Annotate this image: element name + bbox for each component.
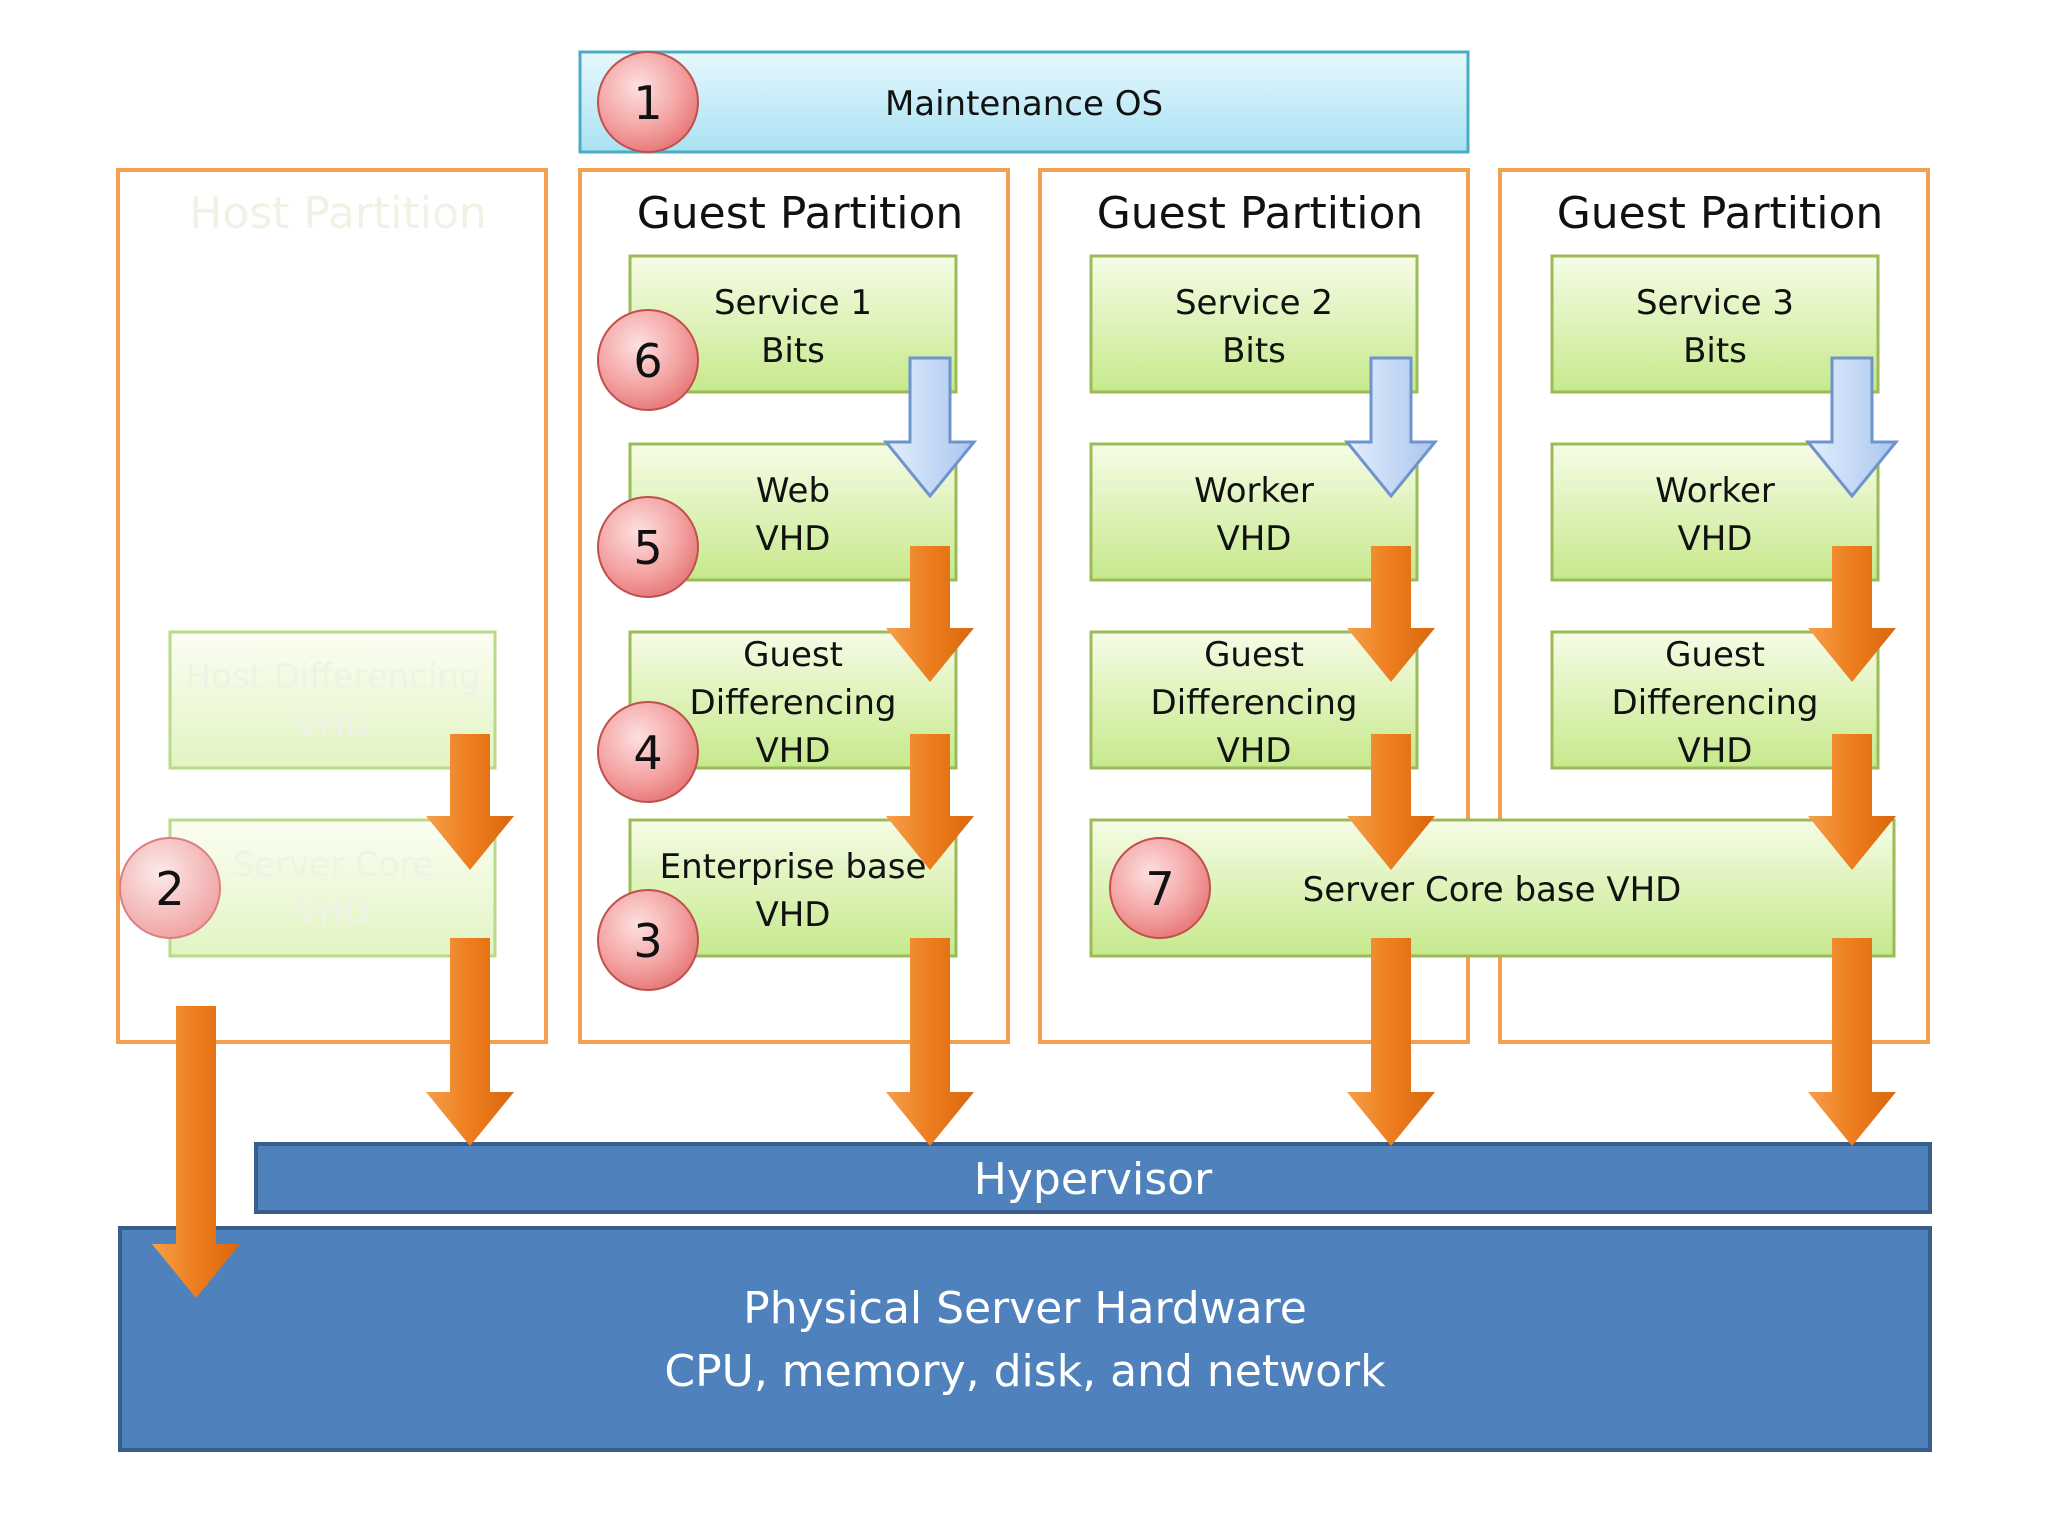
svg-text:Differencing: Differencing: [1612, 683, 1819, 723]
service-bits-box-2: Service 2 Bits: [1089, 254, 1419, 394]
svg-text:Host Differencing: Host Differencing: [185, 657, 480, 697]
host-differencing-vhd: Host Differencing VHD: [168, 630, 497, 770]
down-arrow-icon: [152, 1006, 240, 1298]
maintenance-os-bar: Maintenance OS: [578, 50, 1470, 154]
svg-text:VHD: VHD: [1677, 519, 1752, 559]
badge-7: 7: [1109, 837, 1211, 939]
svg-text:VHD: VHD: [295, 893, 370, 933]
svg-text:2: 2: [155, 862, 184, 916]
svg-text:VHD: VHD: [755, 731, 830, 771]
down-arrow-icon: [1343, 356, 1439, 499]
guest-partition-title: Guest Partition: [637, 188, 964, 239]
service-bits-box-3: Service 3 Bits: [1550, 254, 1880, 394]
down-arrow-icon: [1808, 546, 1896, 682]
svg-text:VHD: VHD: [755, 519, 830, 559]
svg-text:Enterprise base: Enterprise base: [660, 847, 927, 887]
svg-text:VHD: VHD: [1677, 731, 1752, 771]
svg-text:5: 5: [633, 521, 662, 575]
hypervisor-label: Hypervisor: [974, 1154, 1213, 1205]
svg-text:Bits: Bits: [1683, 331, 1747, 371]
svg-text:Bits: Bits: [1222, 331, 1286, 371]
down-arrow-icon: [1347, 734, 1435, 870]
differencing-vhd-box-2: Guest Differencing VHD: [1089, 630, 1419, 771]
server-core-base-vhd-box: Server Core base VHD: [1089, 818, 1896, 958]
svg-text:Web: Web: [756, 471, 830, 511]
down-arrow-icon: [1808, 734, 1896, 870]
down-arrow-icon: [886, 734, 974, 870]
down-arrow-icon: [1808, 938, 1896, 1146]
svg-text:Service 2: Service 2: [1175, 283, 1333, 323]
guest-partition-title: Guest Partition: [1097, 188, 1424, 239]
role-vhd-box-3: Worker VHD: [1550, 442, 1880, 582]
role-vhd-box-2: Worker VHD: [1089, 442, 1419, 582]
svg-text:Service 1: Service 1: [714, 283, 872, 323]
badge-6: 6: [597, 309, 699, 411]
badge-2: 2: [119, 837, 221, 939]
svg-text:Worker: Worker: [1655, 471, 1775, 511]
svg-text:VHD: VHD: [1216, 519, 1291, 559]
badge-3: 3: [597, 889, 699, 991]
svg-text:Guest: Guest: [743, 635, 843, 675]
host-server-core-vhd: Server Core VHD: [168, 818, 497, 958]
badge-1: 1: [597, 51, 699, 153]
hardware-subtitle: CPU, memory, disk, and network: [664, 1346, 1386, 1397]
svg-text:Differencing: Differencing: [690, 683, 897, 723]
down-arrow-icon: [426, 734, 514, 870]
flow-arrows: [152, 356, 1900, 1298]
down-arrow-icon: [1804, 356, 1900, 499]
svg-text:VHD: VHD: [295, 705, 370, 745]
svg-text:1: 1: [633, 76, 662, 130]
svg-text:Worker: Worker: [1194, 471, 1314, 511]
physical-hardware-block: Physical Server Hardware CPU, memory, di…: [118, 1226, 1932, 1452]
svg-text:6: 6: [633, 334, 662, 388]
svg-text:3: 3: [633, 914, 662, 968]
down-arrow-icon: [1347, 938, 1435, 1146]
guest-partition-title: Guest Partition: [1557, 188, 1884, 239]
down-arrow-icon: [886, 938, 974, 1146]
svg-text:Bits: Bits: [761, 331, 825, 371]
down-arrow-icon: [1347, 546, 1435, 682]
svg-text:7: 7: [1145, 862, 1174, 916]
down-arrow-icon: [882, 356, 978, 499]
server-core-base-vhd-label: Server Core base VHD: [1303, 870, 1682, 910]
svg-text:Server Core: Server Core: [233, 845, 434, 885]
svg-text:VHD: VHD: [1216, 731, 1291, 771]
host-partition-title: Host Partition: [189, 188, 487, 239]
svg-text:4: 4: [633, 726, 662, 780]
down-arrow-icon: [426, 938, 514, 1146]
svg-text:Guest: Guest: [1665, 635, 1765, 675]
hardware-title: Physical Server Hardware: [743, 1283, 1307, 1334]
svg-text:Service 3: Service 3: [1636, 283, 1794, 323]
maintenance-os-label: Maintenance OS: [885, 84, 1163, 124]
badge-4: 4: [597, 701, 699, 803]
svg-text:VHD: VHD: [755, 895, 830, 935]
down-arrow-icon: [886, 546, 974, 682]
svg-text:Guest: Guest: [1204, 635, 1304, 675]
differencing-vhd-box-3: Guest Differencing VHD: [1550, 630, 1880, 771]
svg-text:Differencing: Differencing: [1151, 683, 1358, 723]
hypervisor-bar: Hypervisor: [254, 1142, 1932, 1214]
badge-5: 5: [597, 496, 699, 598]
